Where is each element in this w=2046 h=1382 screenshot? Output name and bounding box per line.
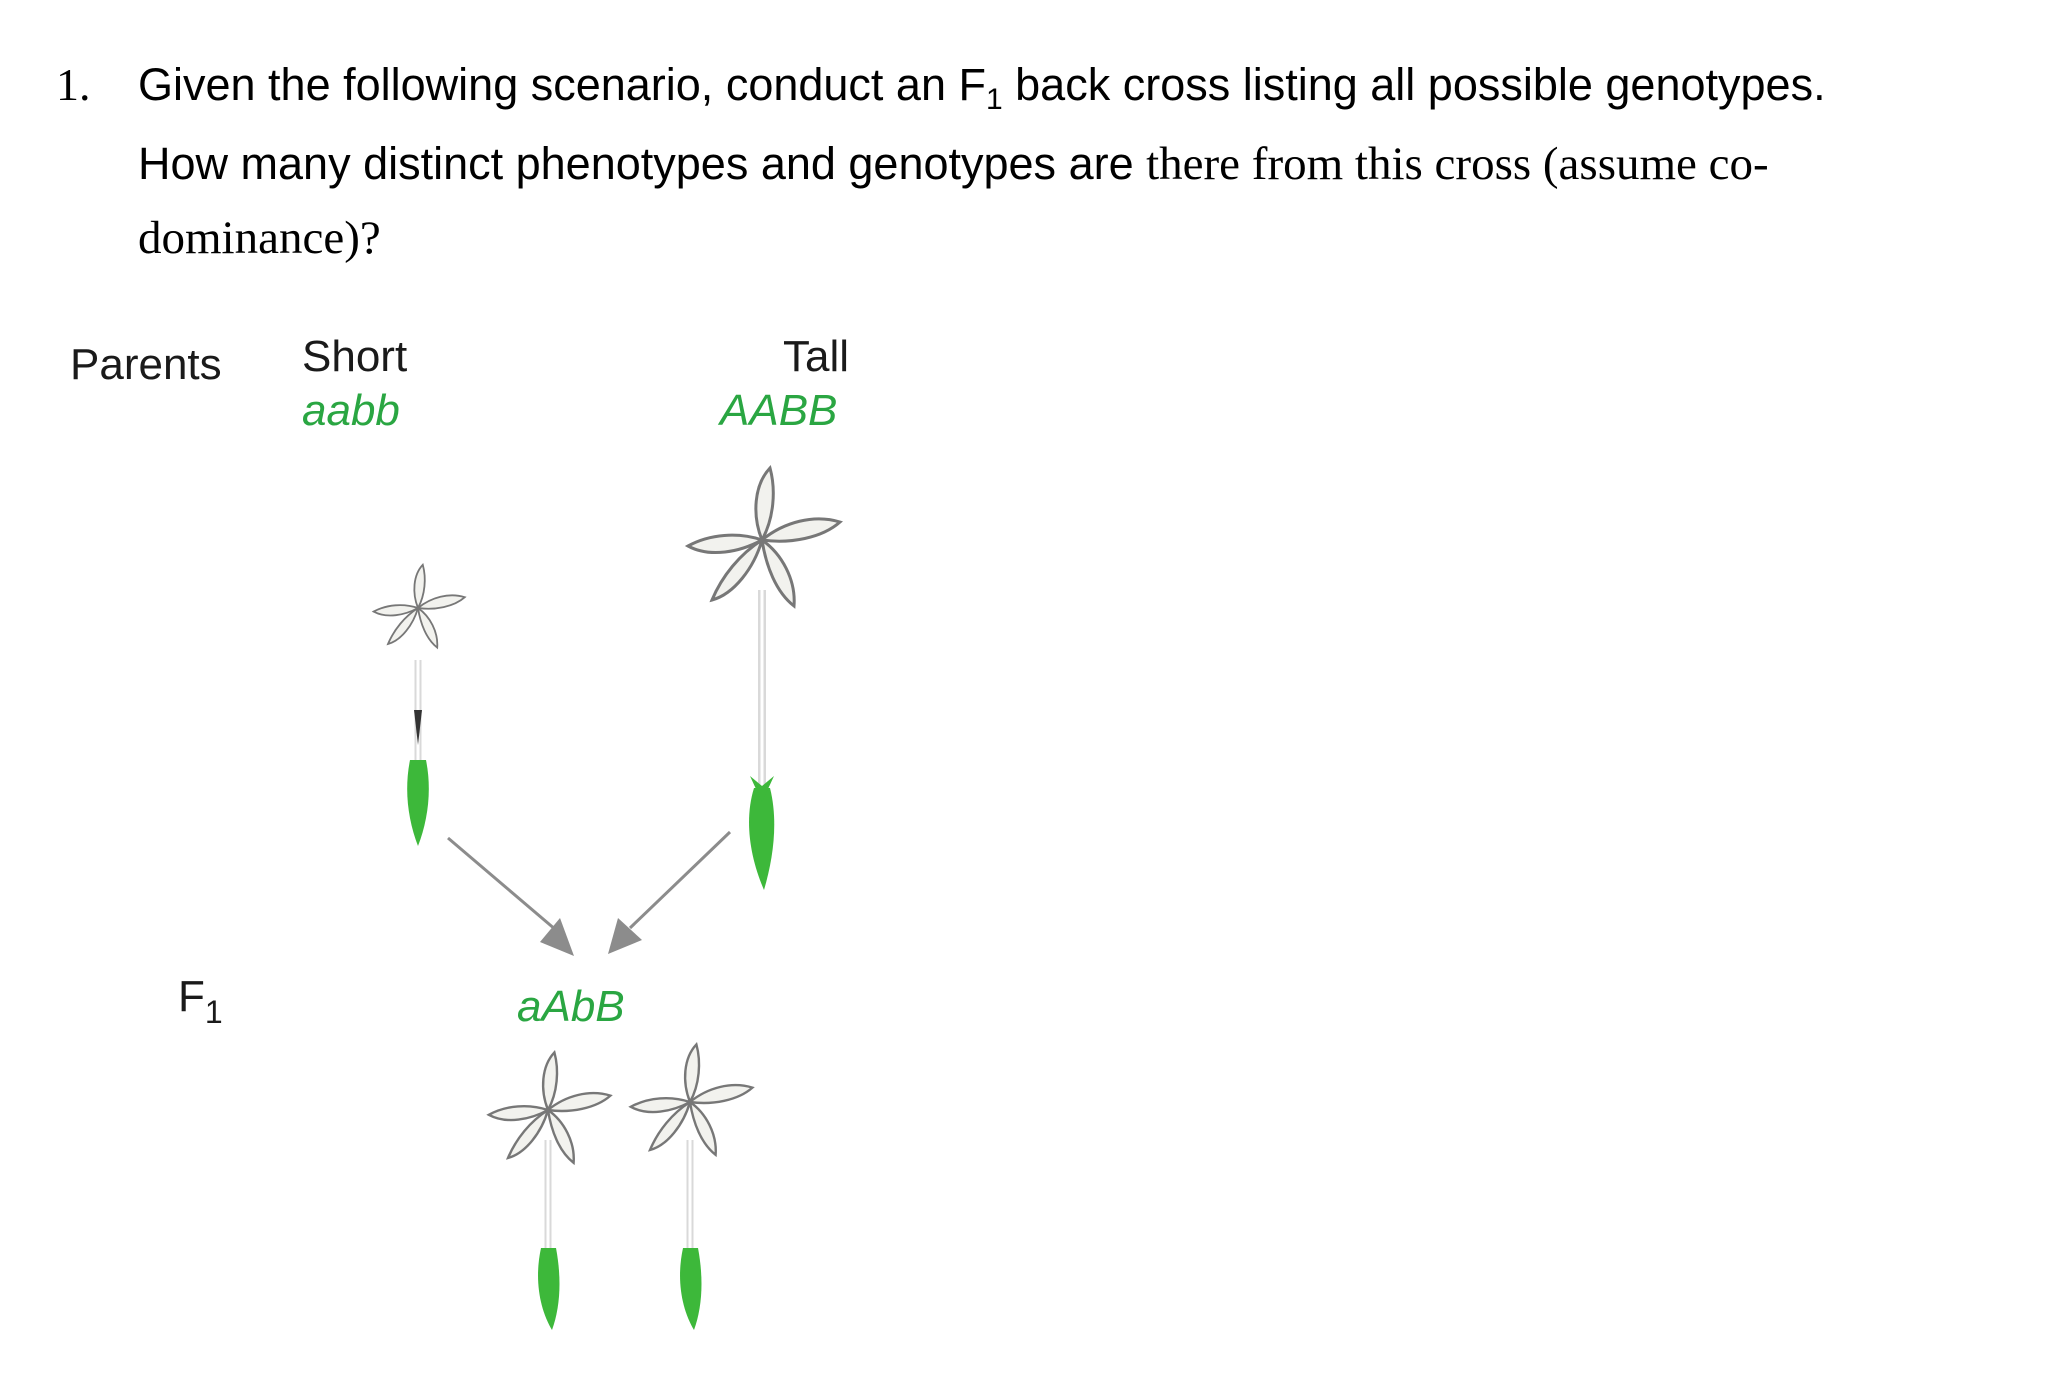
tall-flower-icon — [686, 466, 842, 890]
short-phenotype-label: Short — [302, 332, 408, 381]
question-line2-sans: How many distinct phenotypes and genotyp… — [138, 138, 1147, 189]
question-line1-before: Given the following scenario, conduct an… — [138, 59, 986, 110]
parents-row-label: Parents — [70, 340, 222, 389]
diagram-drawing — [372, 466, 842, 1330]
question-number: 1. — [56, 59, 91, 110]
question-line2-serif: there from this cross (assume co- — [1146, 138, 1769, 190]
f1-flower-icon — [629, 1043, 754, 1330]
cross-diagram: Parents Short aabb Tall AABB F1 aAbB — [0, 290, 2046, 1382]
question-line3: dominance)? — [138, 212, 381, 264]
f1-row-label: F1 — [178, 972, 223, 1030]
f1-flower-icon — [487, 1051, 612, 1330]
question-line1-after: back cross listing all possible genotype… — [1002, 59, 1826, 110]
cross-arrow-right — [608, 830, 732, 954]
tall-genotype-label: AABB — [720, 386, 838, 435]
short-flower-icon — [372, 563, 466, 846]
cross-arrow-left — [447, 836, 574, 956]
question-text: Given the following scenario, conduct an… — [138, 48, 2008, 275]
f1-genotype-label: aAbB — [517, 982, 625, 1031]
question-line1-sub: 1 — [985, 83, 1003, 116]
tall-phenotype-label: Tall — [783, 332, 850, 381]
short-genotype-label: aabb — [302, 386, 400, 435]
